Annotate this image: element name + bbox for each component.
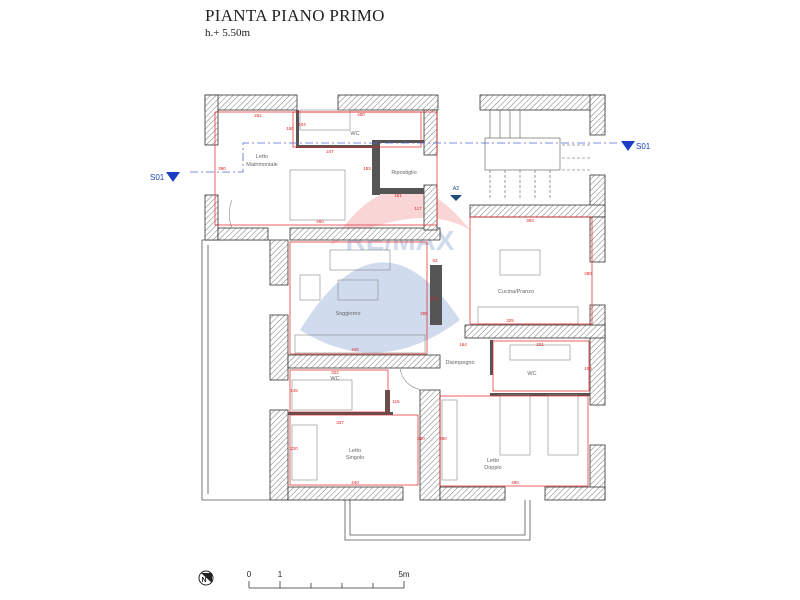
- dim-104: 104: [298, 122, 306, 127]
- room-label-letto-singolo-2: Singolo: [346, 455, 364, 461]
- dim-322: 322: [331, 370, 339, 375]
- scale-label-1: 1: [278, 570, 283, 579]
- dim-145: 145: [290, 388, 298, 393]
- dim-170: 170: [430, 296, 438, 301]
- dim-247: 247: [326, 149, 334, 154]
- floor-height: h.+ 5.50m: [205, 27, 251, 39]
- room-label-letto-doppio-1: Letto: [487, 458, 499, 464]
- section-line: [190, 142, 620, 173]
- dimension-labels: 261 150 104 400 247 390 153 161 117 460 …: [218, 112, 592, 485]
- dim-440-soggiorno: 440: [351, 347, 359, 352]
- dim-400: 400: [357, 112, 365, 117]
- dim-495: 495: [511, 480, 519, 485]
- dim-393: 393: [526, 218, 534, 223]
- dim-190: 190: [584, 366, 592, 371]
- staircase: [484, 110, 590, 200]
- dim-390: 390: [218, 166, 226, 171]
- dim-150: 150: [286, 126, 294, 131]
- dim-280: 280: [439, 436, 447, 441]
- room-label-wc-left: WC: [330, 376, 339, 382]
- section-marker-left-icon: [166, 172, 180, 182]
- dim-337: 337: [336, 420, 344, 425]
- scale-label-5m: 5m: [398, 570, 409, 579]
- dim-220: 220: [290, 446, 298, 451]
- section-label-left: S01: [150, 173, 165, 182]
- dim-325: 325: [506, 318, 514, 323]
- room-label-letto-matrimoniale-2: Matrimoniale: [246, 162, 277, 168]
- section-marker-right-icon: [621, 141, 635, 151]
- dim-53: 53: [432, 258, 438, 263]
- room-label-letto-singolo-1: Letto: [349, 448, 361, 454]
- room-label-cucina: Cucina/Pranzo: [498, 289, 534, 295]
- dim-265: 265: [420, 311, 428, 316]
- north-arrow-icon: N: [198, 570, 214, 586]
- dim-321: 321: [536, 342, 544, 347]
- dim-261: 261: [254, 113, 262, 118]
- dim-115: 115: [392, 399, 400, 404]
- scale-bar: [248, 581, 405, 589]
- dim-117: 117: [414, 206, 422, 211]
- dim-153: 153: [363, 166, 371, 171]
- room-label-letto-matrimoniale-1: Letto: [256, 154, 268, 160]
- room-label-wc-top: WC: [350, 131, 359, 137]
- dim-460: 460: [316, 219, 324, 224]
- room-label-soggiorno: Soggiorno: [335, 311, 360, 317]
- north-label: N: [201, 577, 206, 584]
- scale-label-0: 0: [247, 570, 252, 579]
- room-label-ripostiglio: Ripostiglio: [391, 170, 416, 176]
- interior-partitions: [288, 110, 590, 415]
- walls: [204, 94, 606, 501]
- dim-440-singolo: 440: [351, 480, 359, 485]
- access-label: A2: [453, 186, 460, 192]
- furniture: [229, 109, 579, 481]
- dim-164: 164: [459, 342, 467, 347]
- dim-380: 380: [584, 271, 592, 276]
- access-marker-icon: [450, 195, 462, 201]
- dim-290: 290: [417, 436, 425, 441]
- watermark-logo: RE/MAX: [300, 188, 470, 353]
- dim-161: 161: [394, 193, 402, 198]
- dimension-lines: [214, 111, 593, 487]
- page-title: PIANTA PIANO PRIMO: [205, 6, 385, 25]
- room-label-letto-doppio-2: Doppio: [484, 465, 501, 471]
- room-label-disimpegno: Disimpegno: [445, 360, 474, 366]
- room-label-wc-right: WC: [527, 371, 536, 377]
- section-label-right: S01: [636, 142, 651, 151]
